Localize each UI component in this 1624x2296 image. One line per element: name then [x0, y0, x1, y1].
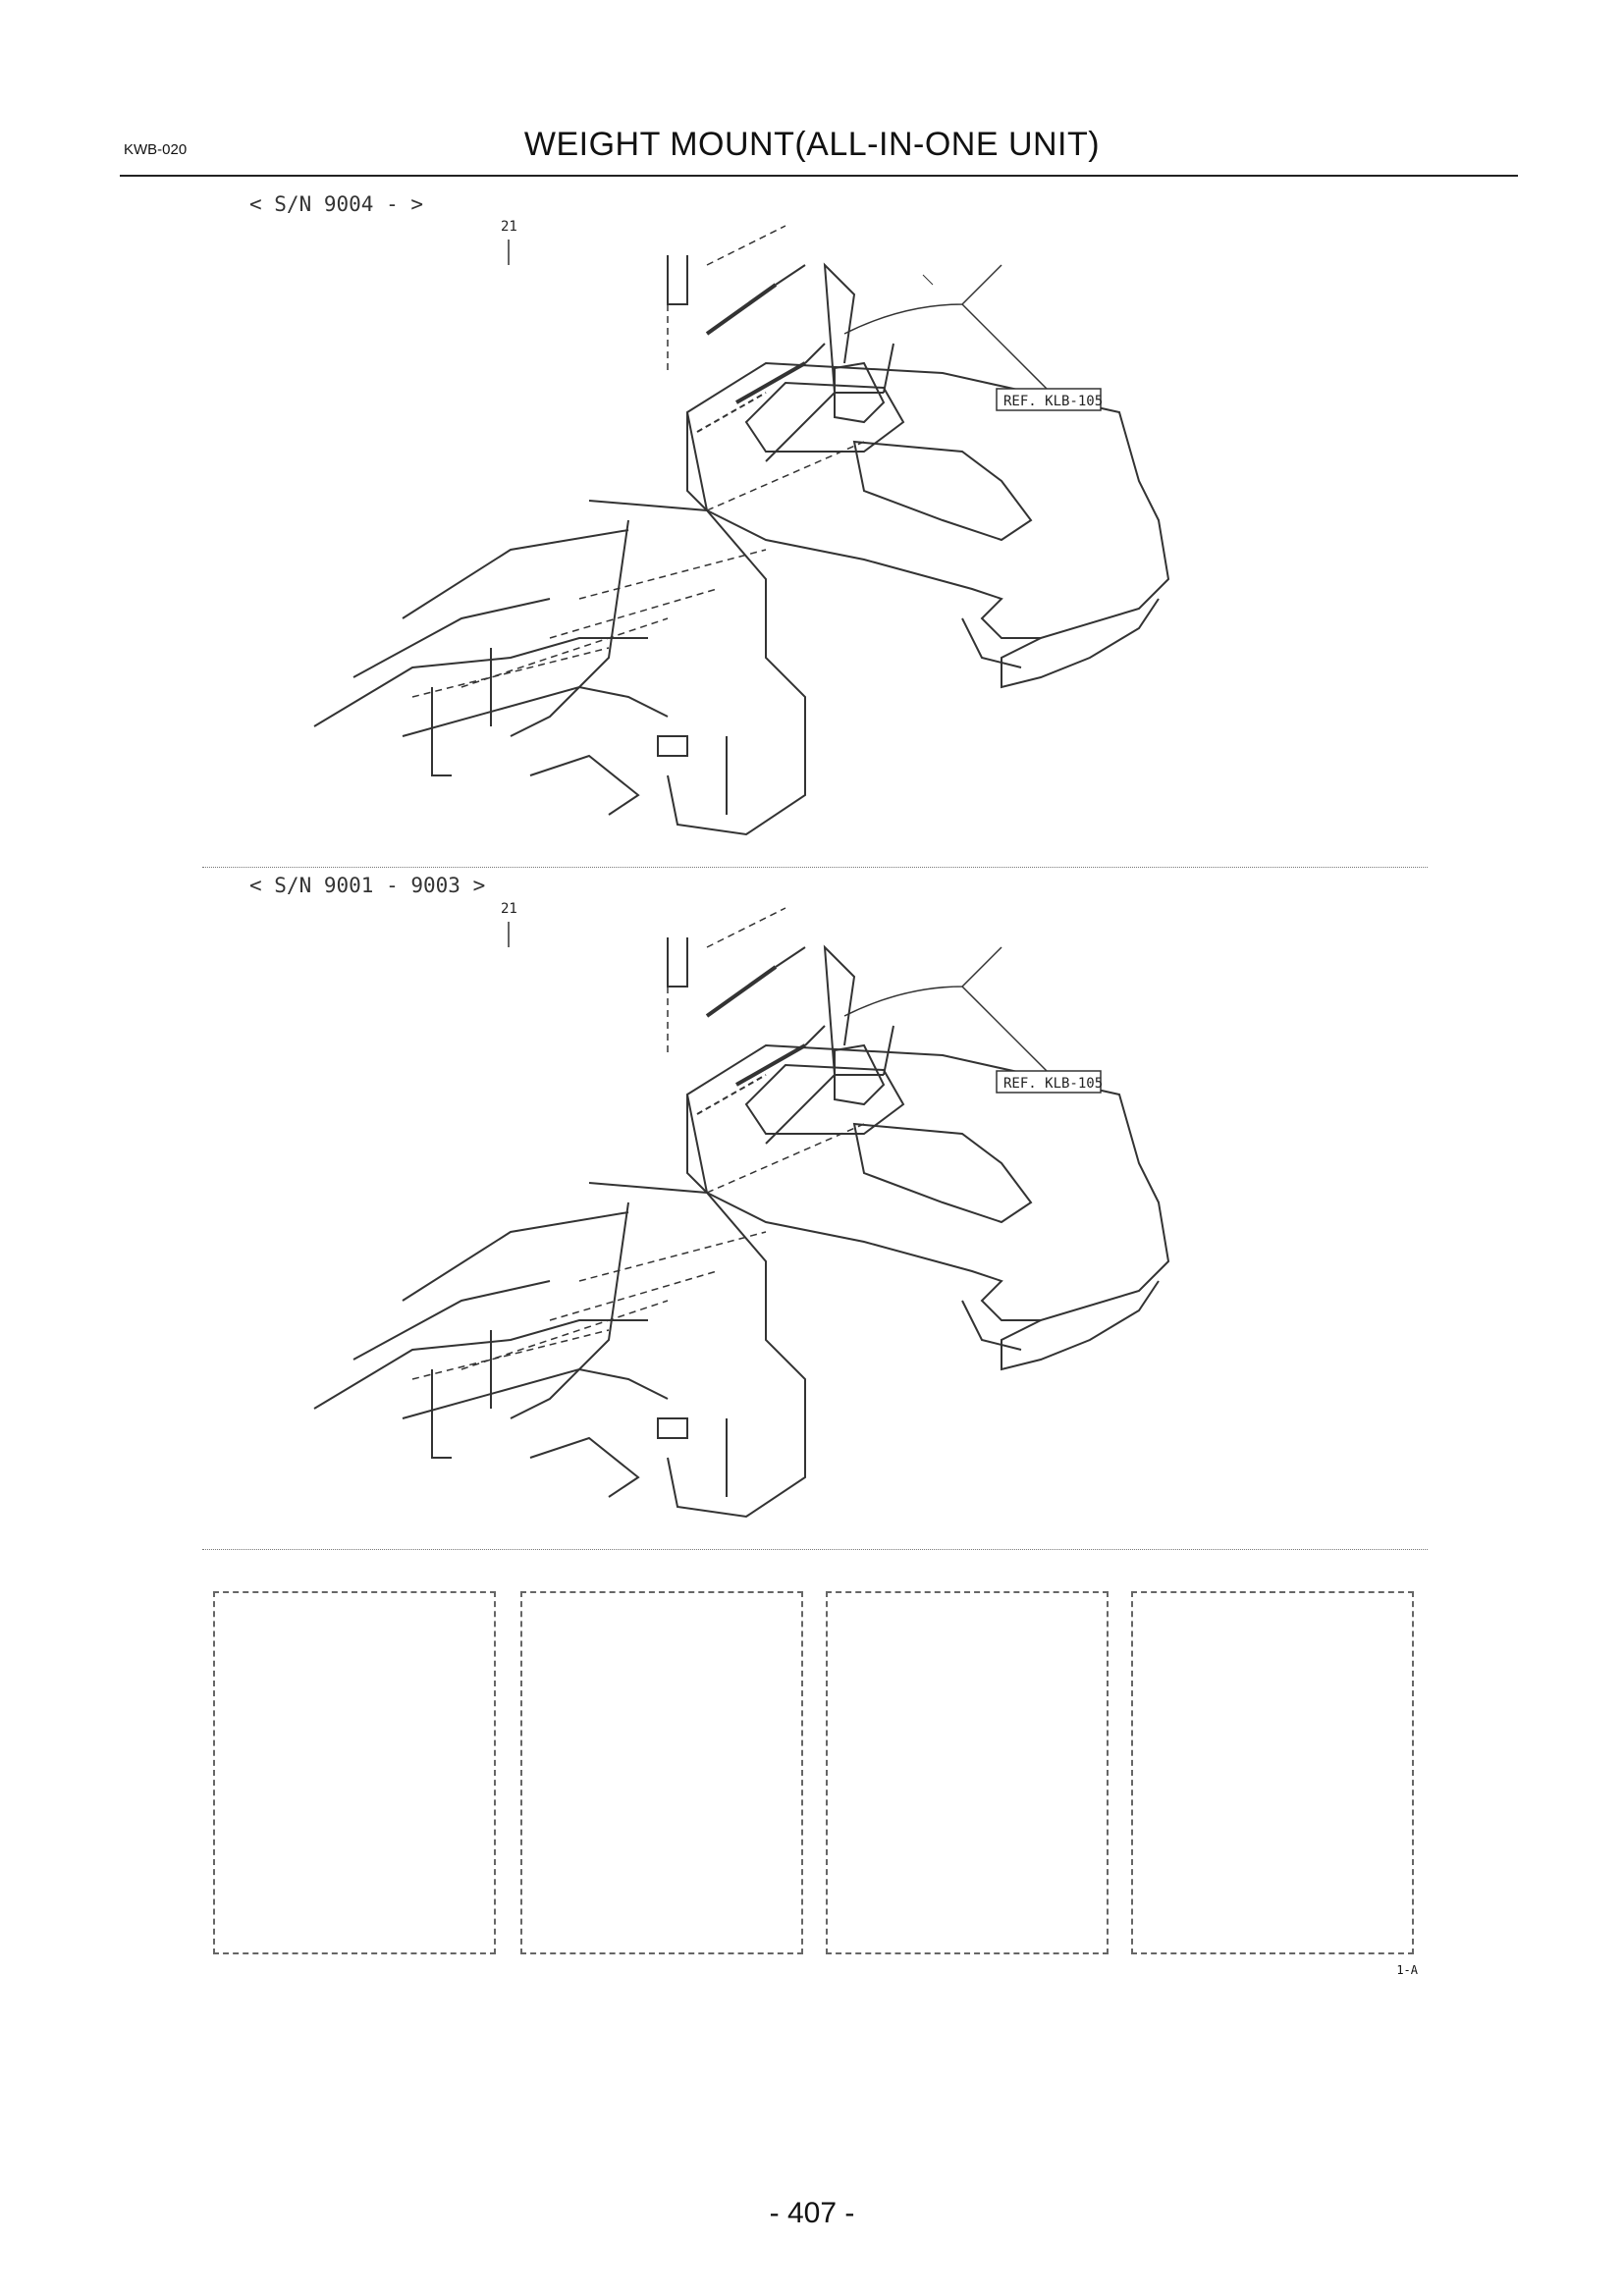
- note-box-1: [213, 1591, 496, 1954]
- section-divider: [202, 1549, 1428, 1550]
- note-box-4: [1131, 1591, 1414, 1954]
- page-title: WEIGHT MOUNT(ALL-IN-ONE UNIT): [523, 126, 1101, 163]
- serial-range-top: < S/N 9004 - >: [249, 192, 424, 216]
- exploded-assembly-drawing-icon: 21 REF. KLB-105: [313, 901, 1170, 1519]
- section-divider: [202, 867, 1428, 868]
- title-rule: [120, 175, 1518, 177]
- exploded-assembly-drawing-icon: 21 REF. KLB-105: [313, 219, 1170, 836]
- note-box-3: [826, 1591, 1109, 1954]
- serial-range-bottom: < S/N 9001 - 9003 >: [249, 874, 486, 897]
- part-label-top: 21: [501, 219, 517, 235]
- reference-label-bottom: REF. KLB-105: [1003, 1076, 1103, 1092]
- part-label-bottom: 21: [501, 901, 517, 917]
- document-code: KWB-020: [124, 141, 188, 158]
- note-box-2: [520, 1591, 803, 1954]
- reference-label-top: REF. KLB-105: [1003, 394, 1103, 409]
- page-number: - 407 -: [769, 2197, 855, 2229]
- notes-area: [213, 1591, 1423, 1954]
- figure-code: 1-A: [1396, 1963, 1418, 1977]
